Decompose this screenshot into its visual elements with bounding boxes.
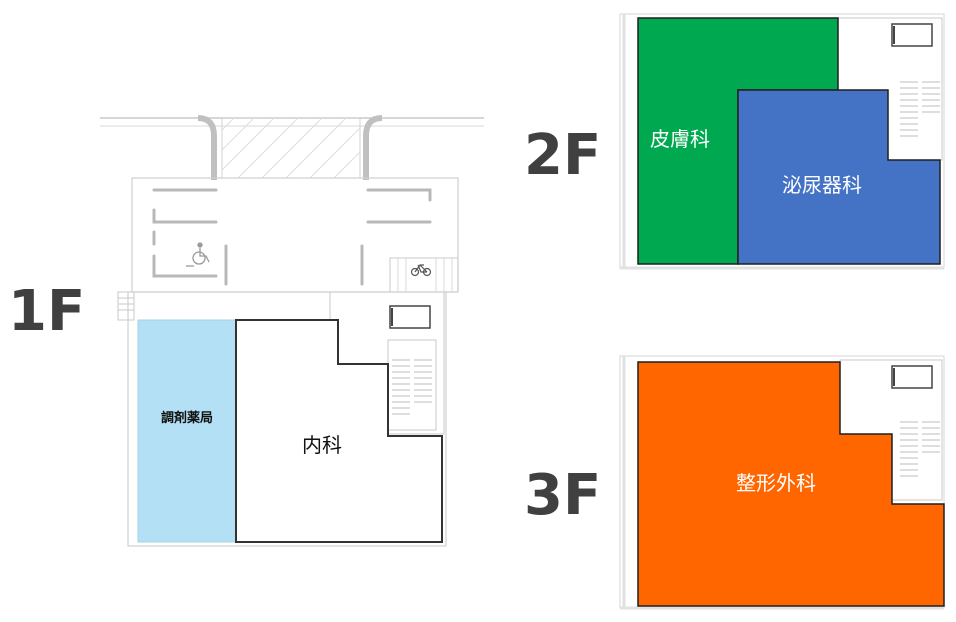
floor-3f-plan: 整形外科 bbox=[619, 355, 945, 610]
floor-label-3f: 3F bbox=[524, 463, 601, 528]
stairs-icon bbox=[392, 359, 432, 415]
bicycle-icon bbox=[410, 264, 432, 277]
room-label-internal-medicine: 内科 bbox=[302, 433, 342, 457]
floor-label-2f: 2F bbox=[524, 123, 601, 188]
wheelchair-icon bbox=[186, 242, 210, 267]
entrance-hatch bbox=[221, 117, 361, 179]
floor-2f-plan: 皮膚科 泌尿器科 bbox=[619, 13, 945, 270]
room-internal-medicine bbox=[235, 319, 443, 543]
room-urology bbox=[737, 89, 941, 265]
room-pharmacy bbox=[137, 319, 237, 543]
room-label-dermatology: 皮膚科 bbox=[650, 127, 710, 151]
room-label-pharmacy: 調剤薬局 bbox=[161, 410, 213, 426]
floor-label-1f: 1F bbox=[8, 279, 85, 344]
room-orthopedics bbox=[637, 361, 945, 607]
floor-1f-plan: 調剤薬局 内科 bbox=[100, 115, 484, 547]
room-label-orthopedics: 整形外科 bbox=[736, 471, 816, 495]
room-label-urology: 泌尿器科 bbox=[782, 173, 862, 197]
